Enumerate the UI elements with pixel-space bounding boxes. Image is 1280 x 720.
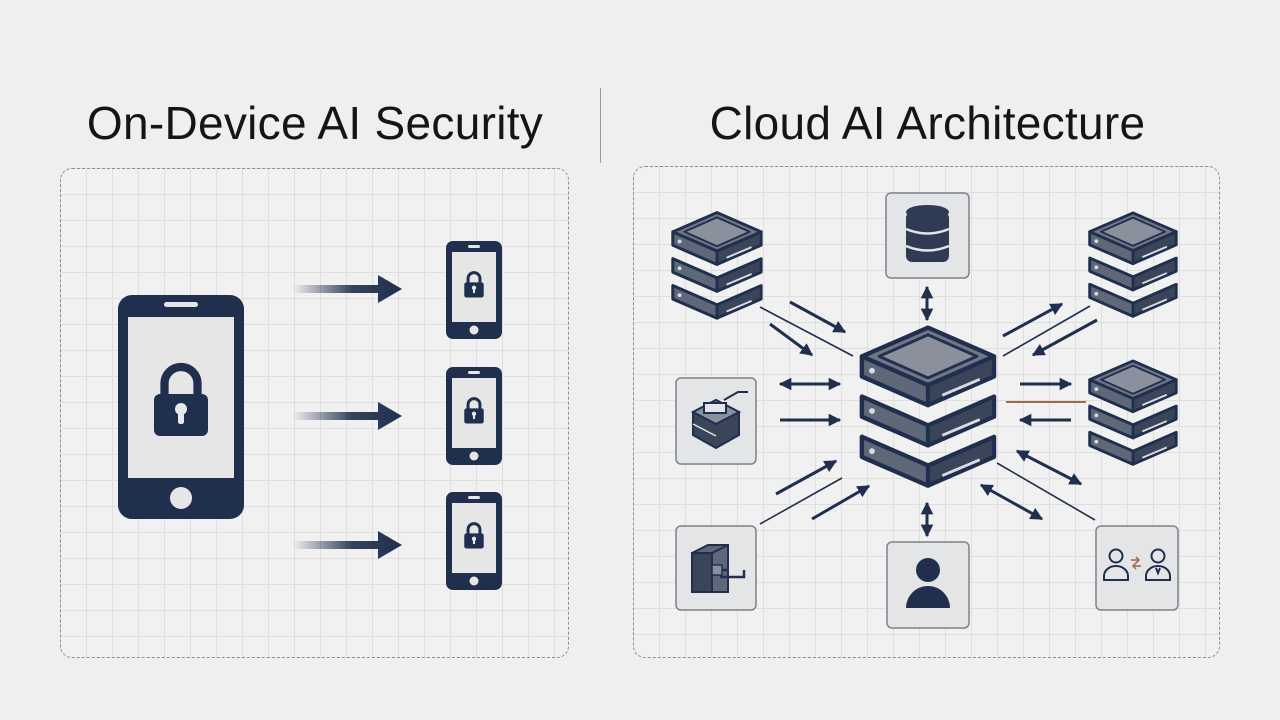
device-phone-icon-3 bbox=[446, 492, 502, 590]
main-phone-icon bbox=[118, 295, 244, 519]
cloud-connection-lines bbox=[759, 305, 1096, 525]
server-stack-icon-top-right bbox=[1088, 211, 1178, 318]
user-icon bbox=[886, 541, 970, 629]
title-divider bbox=[600, 88, 601, 163]
central-server-icon bbox=[862, 328, 994, 486]
deploy-arrows bbox=[292, 275, 402, 559]
device-phone-icon-2 bbox=[446, 367, 502, 465]
arrow-to-device-3 bbox=[292, 531, 402, 559]
software-box-icon bbox=[675, 377, 757, 465]
module-box-icon bbox=[675, 525, 757, 611]
user-transfer-icon bbox=[1095, 525, 1179, 611]
database-icon bbox=[885, 192, 970, 279]
server-stack-icon-top-left bbox=[671, 211, 763, 320]
on-device-title: On-Device AI Security bbox=[86, 97, 544, 149]
device-phone-icon-1 bbox=[446, 241, 502, 339]
cloud-title: Cloud AI Architecture bbox=[709, 97, 1146, 149]
cloud-arrows bbox=[769, 285, 1098, 538]
arrow-to-device-1 bbox=[292, 275, 402, 303]
server-stack-icon-mid-right bbox=[1088, 359, 1178, 466]
arrow-to-device-2 bbox=[292, 402, 402, 430]
